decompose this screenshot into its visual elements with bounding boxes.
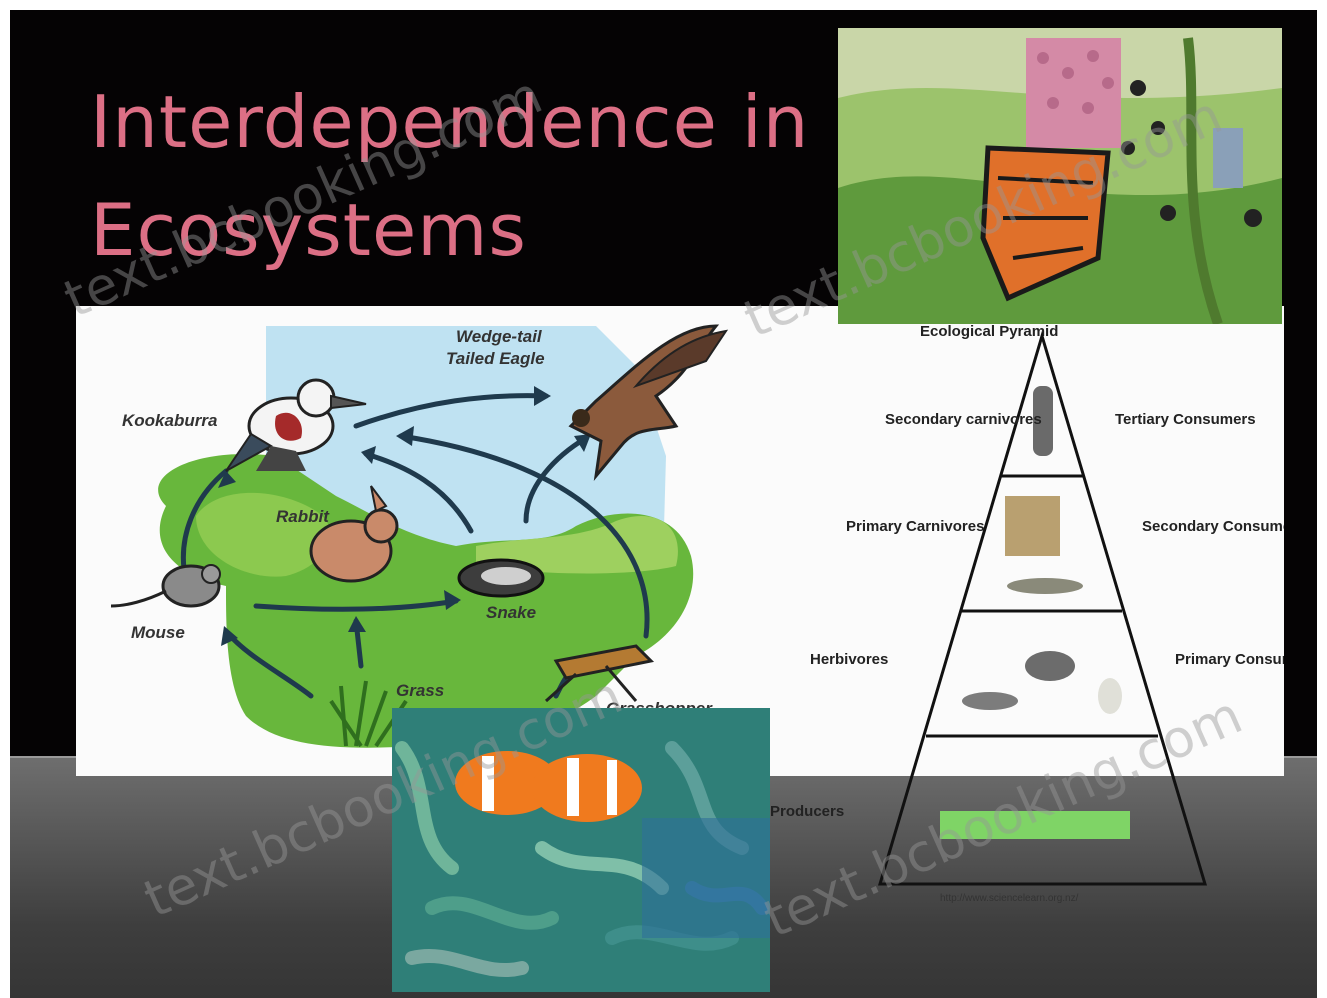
butterfly-image	[838, 28, 1282, 324]
label-snake: Snake	[486, 603, 536, 622]
label-grass: Grass	[396, 681, 444, 700]
label-mouse: Mouse	[131, 623, 185, 642]
plants-icon	[940, 811, 1130, 839]
pyramid-header: Ecological Pyramid	[920, 323, 1058, 340]
left-label-0: Secondary carnivores	[885, 411, 1042, 428]
clownfish-photo	[392, 708, 770, 992]
shrew-icon	[1007, 578, 1083, 594]
grasshopper-icon	[962, 692, 1018, 710]
butterfly-photo	[838, 28, 1282, 324]
clownfish-image	[392, 708, 770, 992]
mouse-icon	[1025, 651, 1075, 681]
right-label-primary-consumers: Primary Consumers	[1175, 651, 1284, 668]
food-web-diagram: Kookaburra Wedge-tail Tailed Eagle Rabbi…	[76, 306, 766, 776]
mouse-animal	[111, 565, 220, 606]
slide: Interdependence in Ecosystems	[10, 10, 1317, 998]
label-eagle-line2: Tailed Eagle	[446, 349, 545, 368]
slide-title: Interdependence in Ecosystems	[90, 68, 809, 284]
title-line-2: Ecosystems	[90, 176, 809, 284]
title-line-1: Interdependence in	[90, 68, 809, 176]
left-label-herbivores: Herbivores	[810, 651, 888, 668]
right-label-tertiary-consumers: Tertiary Consumers	[1115, 411, 1256, 428]
pyramid-source-url: http://www.sciencelearn.org.nz/	[940, 893, 1079, 904]
label-kookaburra: Kookaburra	[122, 411, 217, 430]
left-label-primary-carnivores: Primary Carnivores	[846, 518, 984, 535]
label-eagle-line1: Wedge-tail	[456, 327, 543, 346]
bird-icon	[1005, 496, 1060, 556]
left-label-producers: Producers	[770, 803, 844, 820]
ecological-pyramid: Ecological Pyramid Secondary carnivores …	[750, 306, 1284, 906]
right-label-secondary-consumers: Secondary Consumers	[1142, 518, 1284, 535]
left-label-secondary-carnivores: Secondary carnivores	[885, 411, 1042, 428]
rabbit-icon	[1098, 678, 1122, 714]
snake-animal	[459, 560, 543, 596]
label-rabbit: Rabbit	[276, 507, 330, 526]
